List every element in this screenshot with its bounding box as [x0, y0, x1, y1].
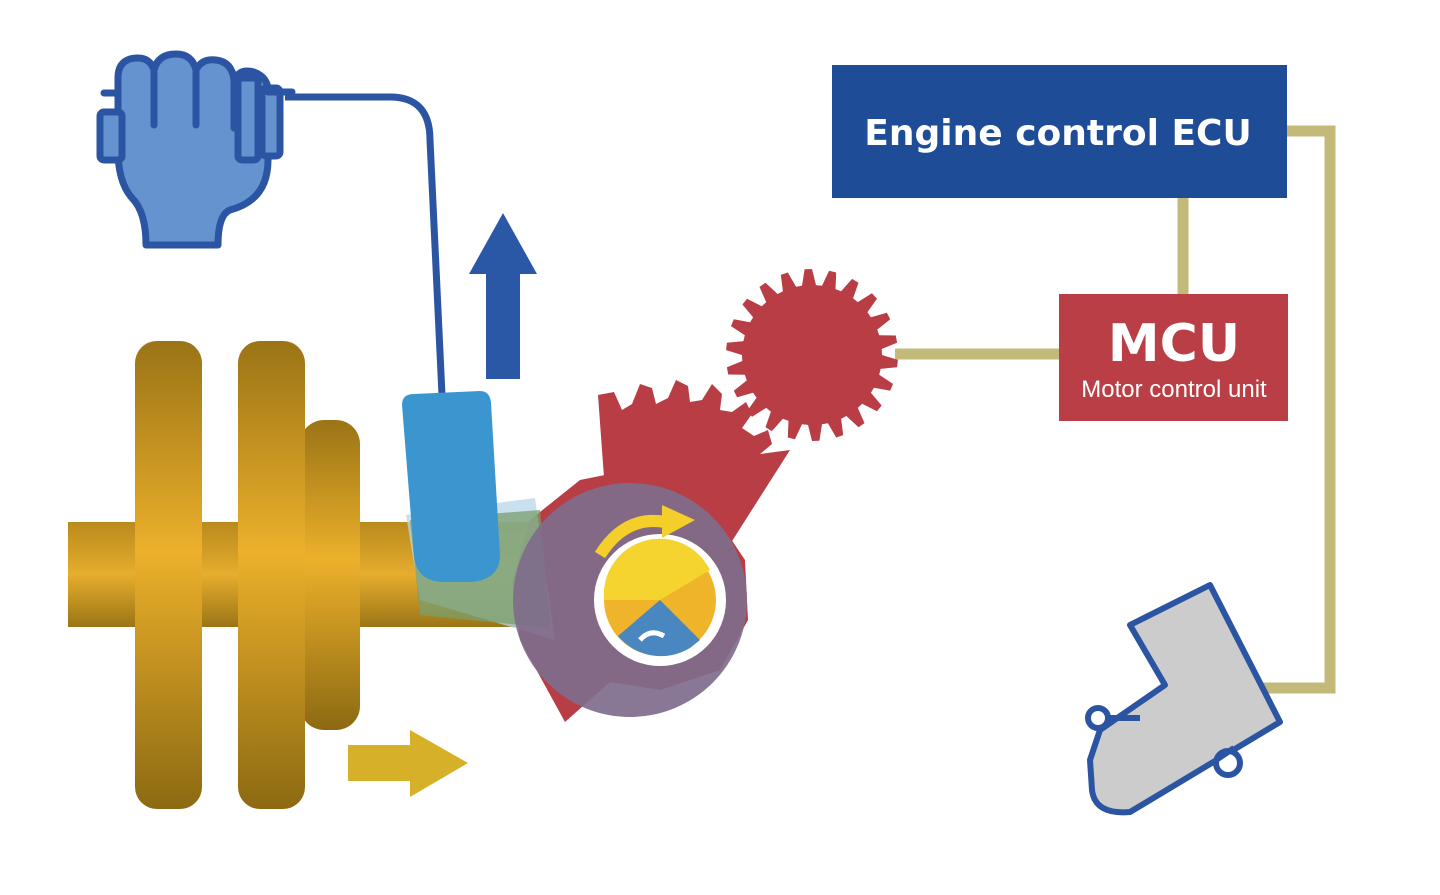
wiring: [895, 125, 1336, 694]
arrow-right-icon: [348, 730, 468, 797]
ecu-box: Engine control ECU: [832, 65, 1287, 198]
release-fork: [402, 391, 500, 582]
mcu-box: MCU Motor control unit: [1059, 294, 1288, 421]
mcu-title: MCU: [1108, 314, 1240, 374]
lever-cable: [285, 93, 446, 396]
ecu-label: Engine control ECU: [864, 113, 1251, 154]
hand-lever-icon: [96, 50, 296, 249]
foot-pedal-icon: [1085, 582, 1283, 816]
rotation-arrow-icon: [662, 505, 695, 538]
clutch-disc-icon: [135, 341, 360, 809]
small-gear-icon: [726, 269, 898, 441]
arrow-up-icon: [469, 213, 537, 379]
mcu-subtitle: Motor control unit: [1081, 376, 1267, 403]
wire-ecu-to-pedal: [1262, 125, 1336, 694]
